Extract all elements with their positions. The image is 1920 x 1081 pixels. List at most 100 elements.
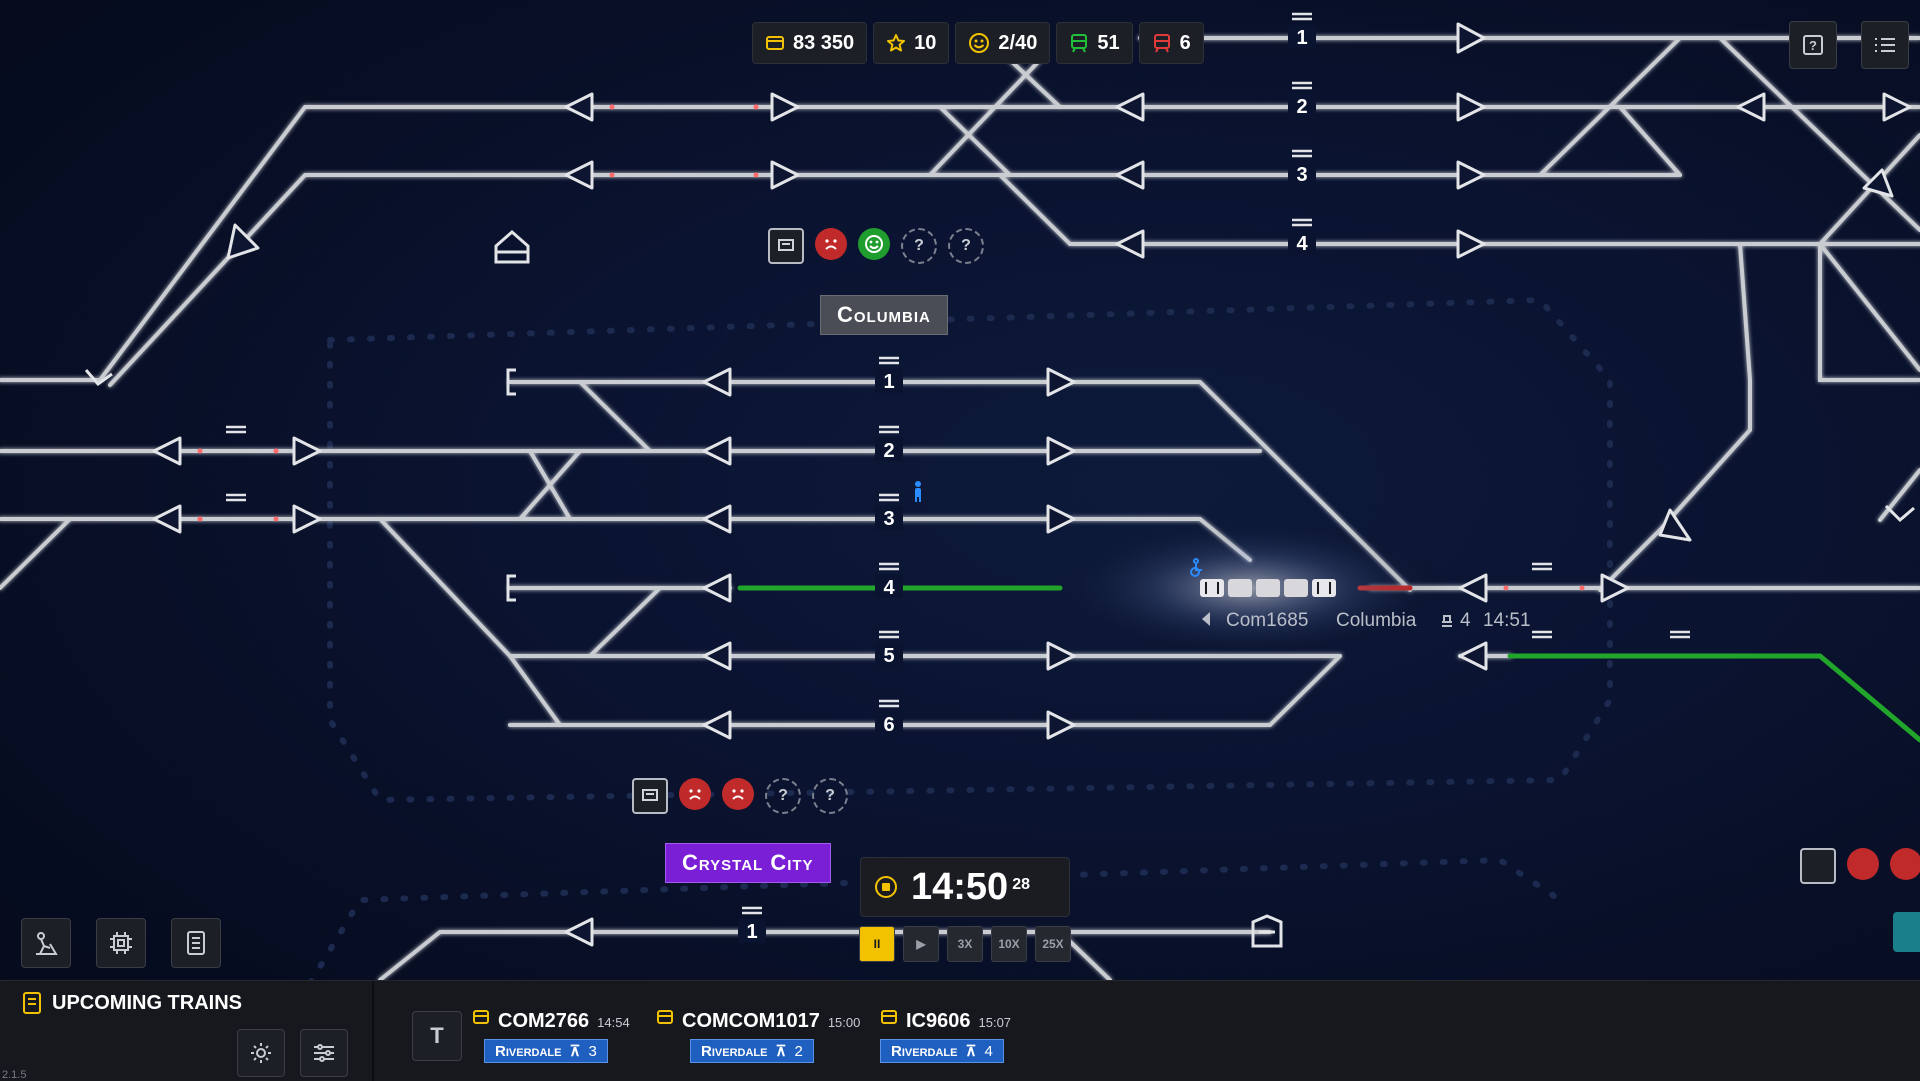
sad-icon — [722, 778, 754, 810]
station-info-icon[interactable] — [632, 778, 668, 814]
offscreen-mood-row — [1800, 848, 1920, 884]
destination-platform: 3 — [588, 1042, 597, 1060]
offscreen-button[interactable] — [1893, 912, 1920, 952]
upcoming-title: UPCOMING TRAINS — [52, 991, 242, 1014]
train-yellow-icon — [881, 1010, 897, 1024]
columbia-platform-5: 5 — [883, 645, 894, 667]
columbia-mood-row: ? ? — [768, 228, 984, 264]
svg-text:?: ? — [1809, 38, 1817, 53]
columbia-platform-6: 6 — [883, 714, 894, 736]
train-settings-button[interactable] — [237, 1029, 285, 1077]
signals[interactable] — [152, 22, 1912, 947]
wheelchair-icon — [1190, 558, 1202, 577]
train-gear-icon — [251, 1043, 271, 1063]
train-info-destination: Columbia — [1336, 610, 1417, 631]
train-info: Com1685 Columbia 4 14:51 — [1202, 610, 1531, 631]
direction-left-icon — [1202, 612, 1210, 626]
crystal-platform-1: 1 — [746, 921, 757, 943]
destination-name: Riverdale — [495, 1042, 562, 1060]
depot-icon-crystal[interactable] — [1251, 914, 1283, 948]
sad-icon — [679, 778, 711, 810]
top-platform-1: 1 — [1296, 27, 1307, 49]
buffer-stops — [84, 368, 1915, 602]
sad-icon — [1847, 848, 1879, 880]
list-menu-icon — [1875, 38, 1895, 52]
train-time: 14:54 — [597, 1015, 630, 1030]
rail-map: 1 2 3 4 1 2 3 4 5 6 1 Com1685 Columbia — [0, 12, 1920, 980]
top-platform-3: 3 — [1296, 164, 1307, 186]
top-platform-4: 4 — [1296, 233, 1308, 255]
schedule-tool-button[interactable] — [171, 918, 221, 968]
money-counter: 83 350 — [752, 22, 868, 64]
stars-value: 10 — [914, 31, 937, 54]
clock-status-icon — [875, 876, 897, 898]
star-icon — [887, 34, 906, 52]
train-info-platform: 4 — [1460, 610, 1471, 631]
speed-25x-button[interactable]: 25X — [1035, 926, 1071, 962]
document-icon — [187, 931, 205, 955]
upcoming-train-card[interactable]: COM2766 14:54 Riverdale ⊼ 3 — [472, 1009, 630, 1063]
train-red-icon — [1153, 34, 1170, 53]
train-id: COMCOM1017 — [682, 1010, 820, 1032]
filter-button[interactable] — [300, 1029, 348, 1077]
trains-late-counter: 6 — [1138, 22, 1204, 64]
stars-counter: 10 — [873, 22, 950, 64]
sad-icon — [1890, 848, 1920, 880]
upcoming-panel: UPCOMING TRAINS 2.1.5 — [0, 981, 374, 1081]
happy-icon — [858, 228, 890, 260]
unknown-icon: ? — [765, 778, 801, 814]
pause-button[interactable]: II — [859, 926, 895, 962]
platform-markers — [226, 12, 1690, 915]
trains-ok-counter: 51 — [1056, 22, 1133, 64]
platform-icon: ⊼ — [569, 1043, 581, 1060]
speed-10x-button[interactable]: 10X — [991, 926, 1027, 962]
happiness-counter: 2/40 — [955, 22, 1051, 64]
chip-tool-button[interactable] — [96, 918, 146, 968]
destination-badge: Riverdale ⊼ 4 — [880, 1039, 1004, 1063]
version-label: 2.1.5 — [2, 1069, 27, 1081]
game-clock: 14:50 28 — [860, 857, 1070, 917]
background-dotted-paths — [308, 296, 1613, 980]
signal-right — [1456, 22, 1486, 54]
columbia-platform-1: 1 — [883, 371, 894, 393]
destination-platform: 2 — [794, 1042, 803, 1060]
destination-platform: 4 — [984, 1042, 993, 1060]
speed-3x-button[interactable]: 3X — [947, 926, 983, 962]
play-button[interactable]: ▶ — [903, 926, 939, 962]
construction-worker-icon — [36, 932, 58, 955]
top-platform-2: 2 — [1296, 96, 1307, 118]
trains-late-value: 6 — [1179, 31, 1191, 54]
smiley-icon — [969, 33, 990, 53]
columbia-platform-4: 4 — [883, 577, 895, 599]
bottom-bar: UPCOMING TRAINS 2.1.5 T COM2766 14:54 Ri… — [0, 980, 1920, 1081]
sad-icon — [815, 228, 847, 260]
train-info-id: Com1685 — [1226, 610, 1308, 631]
station-label-columbia[interactable]: Columbia — [820, 295, 948, 335]
trains-ok-value: 51 — [1097, 31, 1120, 54]
train-com1685[interactable] — [1200, 579, 1336, 597]
unknown-icon: ? — [812, 778, 848, 814]
upcoming-train-card[interactable]: COMCOM1017 15:00 Riverdale ⊼ 2 — [656, 1009, 860, 1063]
train-time: 15:00 — [827, 1015, 861, 1030]
build-tool-button[interactable] — [21, 918, 71, 968]
help-button[interactable]: ? — [1789, 21, 1837, 69]
columbia-platform-2: 2 — [883, 440, 894, 462]
station-info-icon[interactable] — [768, 228, 804, 264]
station-label-crystal-city[interactable]: Crystal City — [665, 843, 831, 883]
speed-controls: II ▶ 3X 10X 25X — [859, 926, 1071, 962]
chip-icon — [110, 932, 132, 954]
track-t-button[interactable]: T — [412, 1011, 462, 1061]
track-network — [0, 36, 1920, 980]
train-yellow-icon — [657, 1010, 673, 1024]
happiness-value: 2/40 — [998, 31, 1038, 54]
destination-badge: Riverdale ⊼ 3 — [484, 1039, 608, 1063]
sliders-icon — [314, 1044, 334, 1062]
station-info-icon[interactable] — [1800, 848, 1836, 884]
depot-icon[interactable] — [494, 230, 530, 264]
train-time: 15:07 — [978, 1015, 1012, 1030]
upcoming-train-card[interactable]: IC9606 15:07 Riverdale ⊼ 4 — [880, 1009, 1011, 1063]
money-value: 83 350 — [793, 31, 855, 54]
train-id: IC9606 — [906, 1010, 971, 1032]
menu-button[interactable] — [1861, 21, 1909, 69]
destination-name: Riverdale — [701, 1042, 768, 1060]
